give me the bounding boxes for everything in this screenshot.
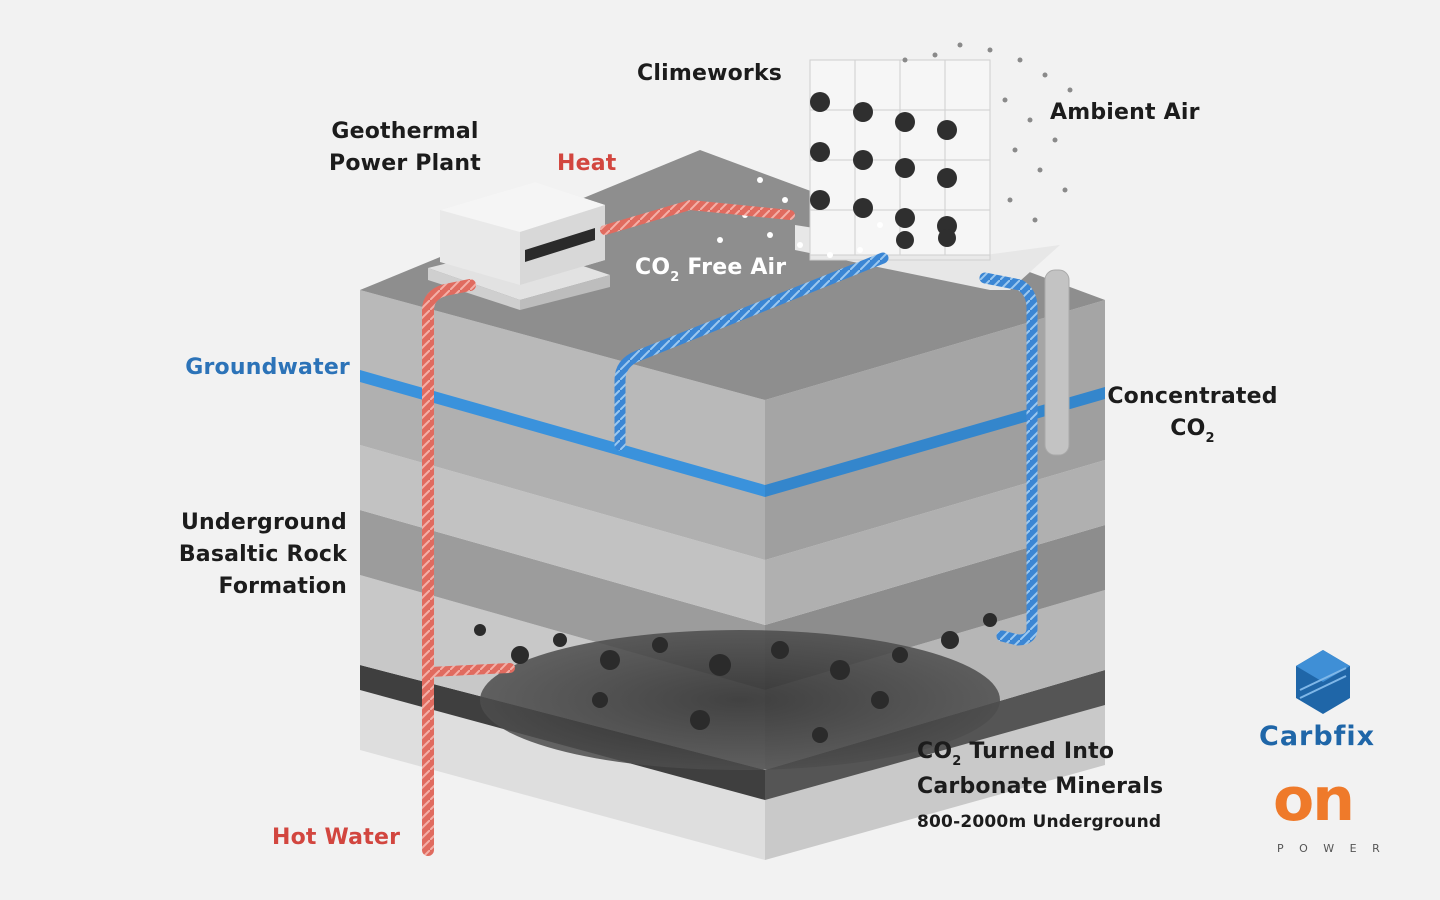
label-heat: Heat (557, 151, 617, 176)
on-power-logo-sub: P O W E R (1277, 842, 1386, 855)
label-geothermal-line1: Geothermal (331, 119, 479, 144)
co2-injection-pipe (614, 252, 1038, 646)
carbfix-logo-text: Carbfix (1259, 721, 1376, 752)
top-layer-side (765, 300, 1105, 485)
co2-free-air-prefix: CO (635, 255, 671, 280)
label-concentrated-co2: Concentrated CO2 (1100, 381, 1285, 448)
label-depth: 800-2000m Underground (917, 812, 1162, 832)
rock-layer-2-front (360, 380, 765, 560)
carbfix-logo-icon (1296, 650, 1350, 714)
label-hot-water: Hot Water (272, 825, 401, 850)
hot-water-pipe (422, 200, 795, 856)
co2-free-air-particles (717, 177, 883, 258)
rock-layer-3-side (765, 460, 1105, 625)
climeworks-collectors-icon (795, 59, 1060, 290)
co2-free-air-suffix: Free Air (679, 255, 787, 280)
groundwater-side (765, 385, 1105, 497)
label-geothermal-power-plant: Geothermal Power Plant (320, 116, 490, 180)
top-surface (360, 150, 1105, 400)
base-layer-side (765, 700, 1105, 860)
concentrated-co2-duct (1044, 269, 1070, 456)
top-layer-front (360, 290, 765, 485)
ambient-air-particles (902, 42, 1073, 223)
base-layer-front (360, 680, 765, 860)
label-geothermal-line2: Power Plant (329, 151, 481, 176)
label-co2-free-air: CO2 Free Air (635, 252, 786, 287)
rock-layer-3-front (360, 445, 765, 625)
mineral-rubble (474, 613, 997, 743)
label-climeworks: Climeworks (637, 61, 783, 86)
label-ambient-air: Ambient Air (1050, 100, 1200, 125)
label-groundwater: Groundwater (185, 355, 350, 380)
label-underground-line1: Underground (180, 510, 347, 535)
label-concentrated-line2: CO2 (1170, 416, 1215, 446)
label-underground-basaltic-rock: Underground Basaltic Rock Formation (150, 507, 347, 603)
label-co2-carbonate-minerals: CO2 Turned Into Carbonate Minerals (917, 736, 1237, 803)
groundwater-front (360, 368, 765, 497)
on-power-logo-main: on (1273, 765, 1355, 835)
rock-layer-2-side (765, 395, 1105, 560)
rock-block (360, 150, 1105, 860)
label-minerals-line2: Carbonate Minerals (917, 774, 1164, 799)
label-minerals-line1: CO2 Turned Into (917, 739, 1115, 769)
label-underground-line2: Basaltic Rock (178, 542, 347, 567)
label-underground-line3: Formation (218, 574, 347, 599)
label-concentrated-line1: Concentrated (1107, 384, 1278, 409)
co2-free-air-subscript: 2 (670, 270, 680, 285)
